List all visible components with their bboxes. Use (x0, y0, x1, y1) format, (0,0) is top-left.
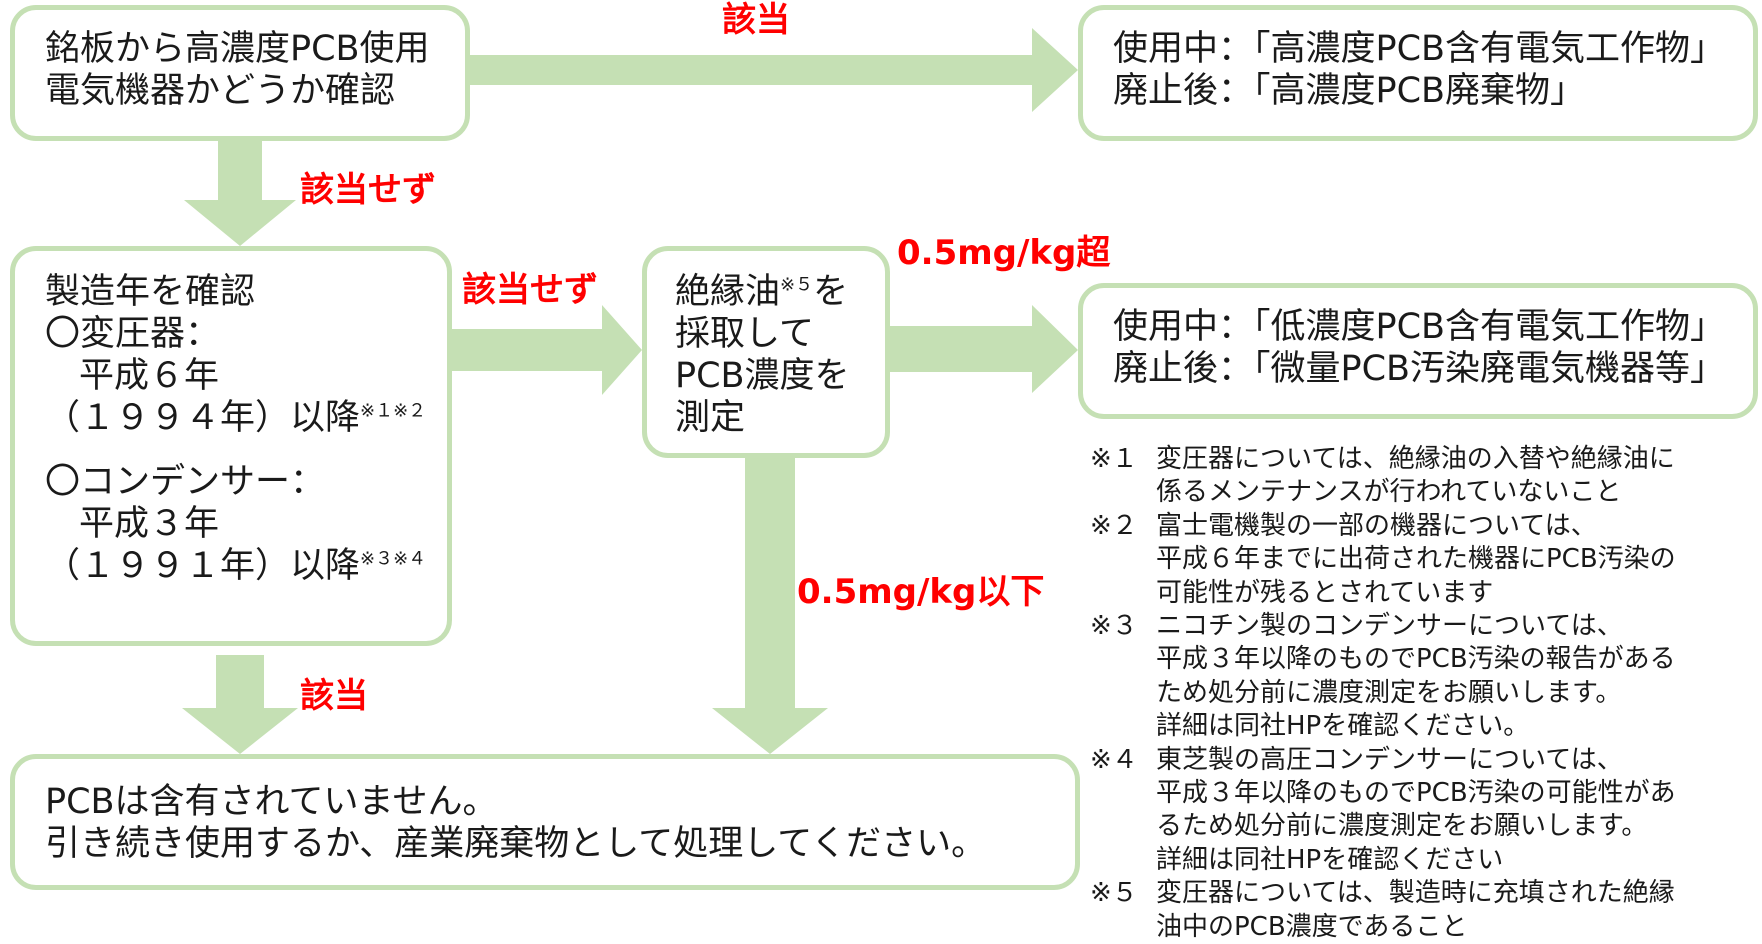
oil-line-2: 採取して (675, 314, 814, 354)
footnote-4: ※４ 東芝製の高圧コンデンサーについては、 平成３年以降のものでPCB汚染の可能… (1090, 744, 1755, 878)
label-not-applicable-2: 該当せず (462, 270, 598, 310)
oil-sampling-box: 絶縁油※５を 採取して PCB濃度を 測定 (642, 246, 890, 458)
footnotes: ※１ 変圧器については、絶縁油の入替や絶縁油に 係るメンテナンスが行われていない… (1090, 443, 1755, 944)
footnote-text: ため処分前に濃度測定をお願いします。 (1156, 677, 1622, 708)
capacitor-note-marks: ※３※４ (360, 548, 427, 570)
footnote-text: 富士電機製の一部の機器については、 (1156, 510, 1597, 541)
no-pcb-line-1: PCBは含有されていません。 (45, 782, 498, 822)
label-under-threshold: 0.5mg/kg以下 (797, 572, 1045, 612)
oil-line-1-prefix: 絶縁油 (675, 272, 781, 312)
label-over-threshold: 0.5mg/kg超 (897, 233, 1111, 273)
arrow-down-to-year-check (184, 140, 296, 246)
footnote-1: ※１ 変圧器については、絶縁油の入替や絶縁油に 係るメンテナンスが行われていない… (1090, 443, 1755, 510)
capacitor-label: 〇コンデンサー： (45, 462, 326, 502)
footnote-mark: ※１ (1090, 444, 1138, 474)
footnote-text: 平成３年以降のものでPCB汚染の可能性があ (1156, 778, 1676, 809)
oil-line-4: 測定 (675, 398, 746, 438)
arrow-right-to-oil-test (452, 305, 642, 395)
footnote-text: 係るメンテナンスが行われていないこと (1156, 477, 1622, 508)
high-result-line-2: 廃止後：「高濃度PCB廃棄物」 (1113, 71, 1586, 111)
arrow-down-to-no-pcb-right (712, 458, 828, 754)
footnote-text: 平成３年以降のものでPCB汚染の報告がある (1156, 644, 1676, 675)
transformer-label: 〇変圧器： (45, 314, 221, 354)
arrow-right-to-low-result (890, 305, 1078, 393)
low-concentration-result-box: 使用中：「低濃度PCB含有電気工作物」 廃止後：「微量PCB汚染廃電気機器等」 (1078, 283, 1758, 419)
no-pcb-line-2: 引き続き使用するか、産業廃棄物として処理してください。 (45, 824, 987, 864)
high-result-line-1: 使用中：「高濃度PCB含有電気工作物」 (1113, 29, 1726, 69)
footnote-5: ※５ 変圧器については、製造時に充填された絶縁 油中のPCB濃度であること (1090, 877, 1755, 944)
footnote-text: 変圧器については、絶縁油の入替や絶縁油に (1156, 444, 1675, 474)
footnote-text: 詳細は同社HPを確認ください。 (1156, 711, 1530, 742)
footnote-mark: ※５ (1090, 878, 1138, 909)
no-pcb-box: PCBは含有されていません。 引き続き使用するか、産業廃棄物として処理してくださ… (10, 754, 1080, 890)
transformer-era: 平成６年 (79, 356, 220, 396)
footnote-text: 平成６年までに出荷された機器にPCB汚染の (1156, 544, 1676, 575)
high-concentration-result-box: 使用中：「高濃度PCB含有電気工作物」 廃止後：「高濃度PCB廃棄物」 (1078, 5, 1758, 141)
oil-note-mark: ※５ (780, 274, 814, 296)
nameplate-check-box: 銘板から高濃度PCB使用 電気機器かどうか確認 (10, 5, 470, 141)
footnote-mark: ※２ (1090, 510, 1138, 541)
manufacture-year-box: 製造年を確認 〇変圧器： 平成６年 （１９９４年）以降※１※２ 〇コンデンサー：… (10, 246, 452, 646)
label-not-applicable-1: 該当せず (300, 170, 436, 210)
arrow-down-to-no-pcb-left (182, 655, 298, 754)
footnote-mark: ※４ (1090, 744, 1138, 775)
transformer-note-marks: ※１※２ (360, 400, 427, 422)
footnote-text: 変圧器については、製造時に充填された絶縁 (1156, 878, 1675, 909)
footnote-3: ※３ ニコチン製のコンデンサーについては、 平成３年以降のものでPCB汚染の報告… (1090, 610, 1755, 744)
label-applicable-top: 該当 (722, 0, 790, 40)
oil-line-3: PCB濃度を (675, 356, 850, 396)
label-applicable-bottom: 該当 (300, 676, 368, 716)
low-result-line-1: 使用中：「低濃度PCB含有電気工作物」 (1113, 307, 1726, 347)
footnote-text: ニコチン製のコンデンサーについては、 (1156, 611, 1623, 642)
footnote-2: ※２ 富士電機製の一部の機器については、 平成６年までに出荷された機器にPCB汚… (1090, 510, 1755, 610)
nameplate-line-1: 銘板から高濃度PCB使用 (45, 29, 430, 69)
transformer-year: （１９９４年）以降 (45, 398, 361, 438)
year-check-title: 製造年を確認 (45, 272, 256, 312)
footnote-text: 東芝製の高圧コンデンサーについては、 (1156, 744, 1623, 775)
capacitor-era: 平成３年 (79, 504, 220, 544)
footnote-text: 油中のPCB濃度であること (1156, 911, 1468, 942)
footnote-text: 可能性が残るとされています (1156, 577, 1494, 608)
arrow-right-to-high-result (470, 28, 1078, 112)
footnote-text: るため処分前に濃度測定をお願いします。 (1156, 811, 1648, 842)
capacitor-year: （１９９１年）以降 (45, 546, 361, 586)
footnote-mark: ※３ (1090, 611, 1138, 642)
nameplate-line-2: 電気機器かどうか確認 (45, 71, 396, 111)
footnote-text: 詳細は同社HPを確認ください (1156, 844, 1504, 875)
oil-line-1-suffix: を (813, 272, 849, 312)
low-result-line-2: 廃止後：「微量PCB汚染廃電気機器等」 (1113, 349, 1726, 389)
